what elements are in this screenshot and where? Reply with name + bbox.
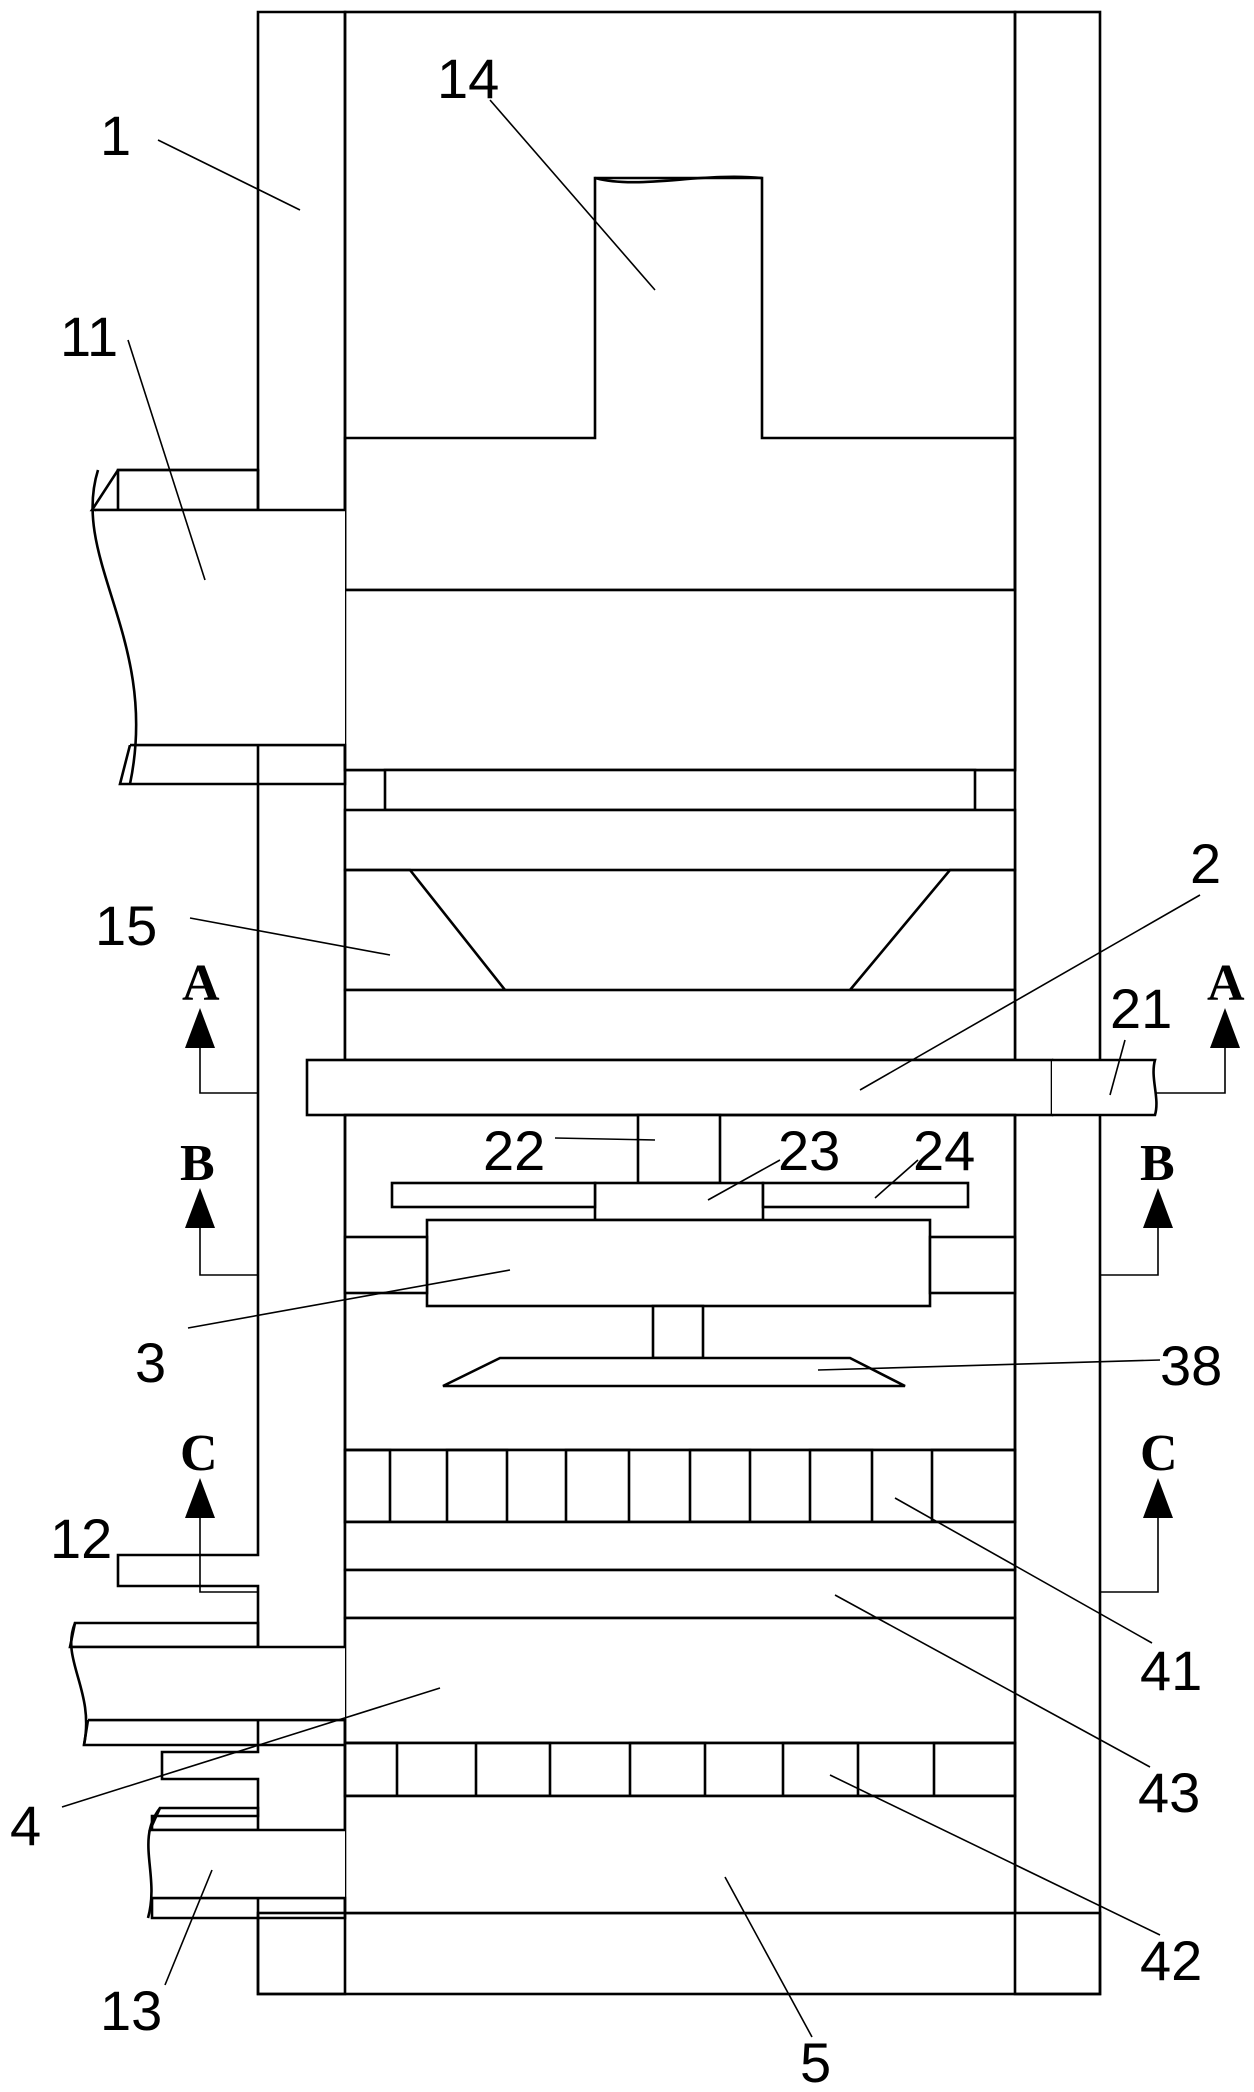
section-b-right: B (1140, 1135, 1175, 1192)
section-c-left: C (180, 1425, 218, 1482)
rod-2 (305, 1058, 1054, 1117)
label-5: 5 (800, 2031, 831, 2092)
bottom-housing-wall (256, 1911, 1102, 1996)
motor-3 (425, 1218, 932, 1308)
section-a-right: A (1207, 955, 1245, 1012)
label-4: 4 (10, 1794, 41, 1857)
bar-24-right (761, 1181, 970, 1209)
label-21: 21 (1110, 977, 1172, 1040)
leader-lines (61, 99, 1201, 2038)
section-b-left: B (180, 1135, 215, 1192)
plate-43 (343, 1520, 1017, 1572)
screen-41 (343, 1448, 1017, 1524)
section-markers (185, 1008, 1240, 1593)
section-c-right: C (1140, 1425, 1178, 1482)
disk-38 (442, 1356, 906, 1388)
label-1: 1 (100, 104, 131, 167)
label-15: 15 (95, 894, 157, 957)
label-2: 2 (1190, 832, 1221, 895)
label-3: 3 (135, 1331, 166, 1394)
inlet-pipe-12 (68, 1621, 260, 1649)
label-11: 11 (60, 305, 118, 368)
label-38: 38 (1160, 1334, 1222, 1397)
label-42: 42 (1140, 1929, 1202, 1992)
label-22: 22 (483, 1119, 545, 1182)
label-14: 14 (437, 47, 499, 110)
piston-body (343, 176, 1017, 592)
shaft-22 (636, 1113, 722, 1185)
label-24: 24 (913, 1119, 975, 1182)
label-13: 13 (100, 1979, 162, 2042)
chamber-4 (343, 1616, 1017, 1745)
label-12: 12 (50, 1507, 112, 1570)
funnel-block-15 (343, 808, 1017, 872)
chamber-5 (343, 1794, 1017, 1915)
rod-21 (1052, 1058, 1158, 1117)
label-41: 41 (1140, 1639, 1202, 1702)
block-23 (593, 1181, 765, 1222)
section-a-left: A (182, 955, 220, 1012)
right-housing-wall (1013, 10, 1102, 1996)
outlet-pipe-13 (147, 1806, 260, 1832)
label-43: 43 (1138, 1761, 1200, 1824)
label-23: 23 (778, 1119, 840, 1182)
screen-42 (343, 1741, 1017, 1798)
bar-24-left (390, 1181, 597, 1209)
